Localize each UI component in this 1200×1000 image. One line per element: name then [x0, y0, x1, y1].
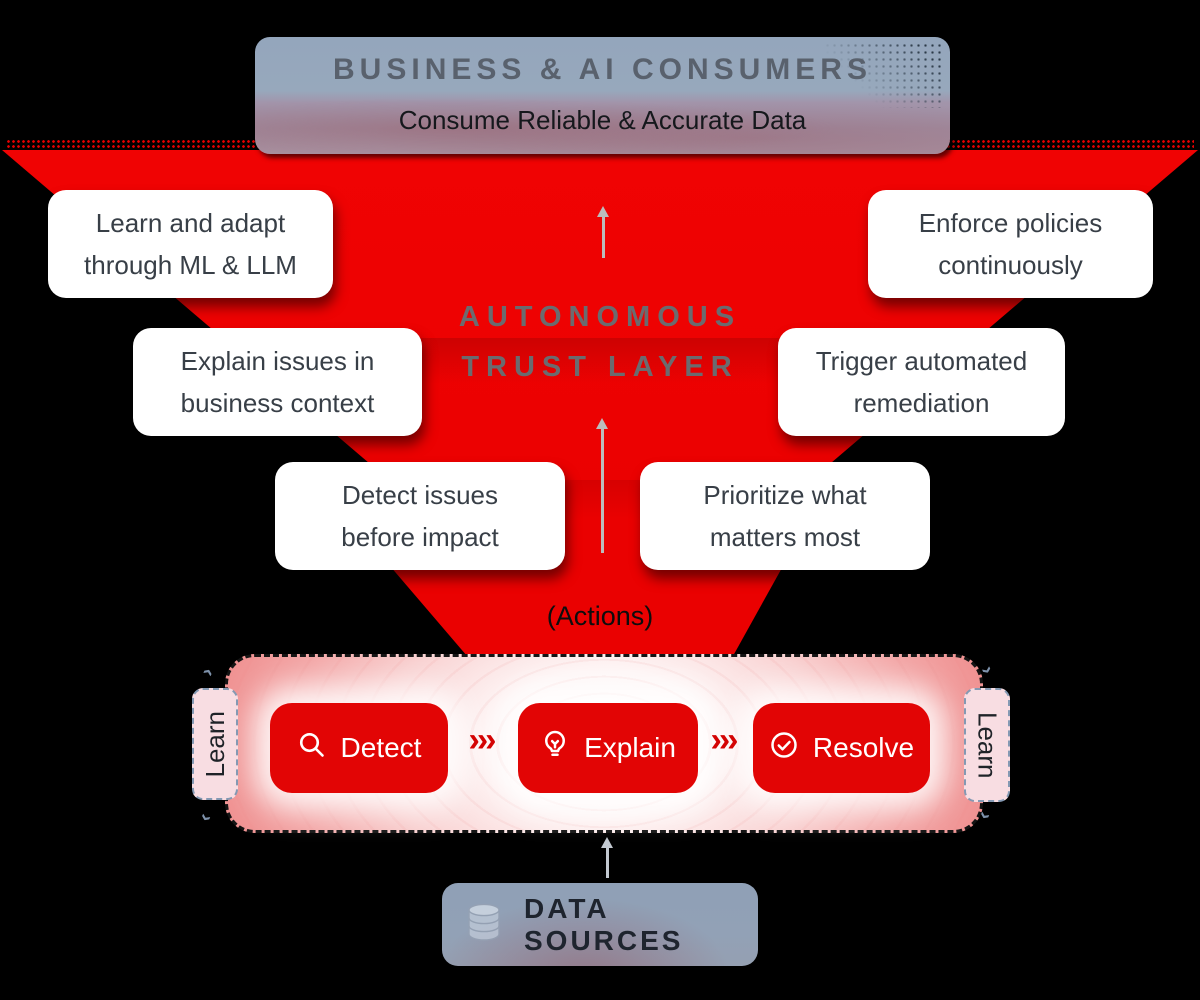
up-arrow-icon — [597, 206, 609, 258]
title-line: TRUST LAYER — [461, 351, 739, 383]
card-text: Explain issues in — [180, 346, 375, 376]
actions-label: (Actions) — [546, 601, 654, 631]
card-text: through ML & LLM — [84, 250, 297, 280]
step-label: Detect — [340, 732, 422, 763]
data-sources-box: DATA SOURCES — [442, 883, 758, 966]
loop-arrow-icon: › — [194, 810, 218, 826]
card-text: Learn and adapt — [95, 208, 286, 238]
learn-loop-left: Learn — [192, 688, 238, 800]
data-sources-label: DATA SOURCES — [524, 892, 684, 956]
business-consumers-header: BUSINESS & AI CONSUMERS Consume Reliable… — [255, 37, 950, 154]
step-label: Resolve — [812, 732, 915, 763]
database-icon — [466, 902, 502, 947]
card-text: continuously — [938, 250, 1083, 280]
card-trigger-remediation: Trigger automated remediation — [778, 328, 1065, 436]
lightbulb-icon — [540, 730, 570, 767]
up-arrow-icon — [596, 418, 608, 553]
loop-arrow-icon: › — [195, 664, 219, 680]
magnifier-icon — [297, 730, 327, 767]
learn-label: Learn — [199, 710, 230, 778]
triple-chevron-icon: ››› — [468, 721, 497, 759]
card-text: remediation — [853, 388, 990, 418]
explain-step-button: Explain — [518, 703, 698, 793]
header-dot-pattern — [824, 42, 944, 108]
loop-arrow-icon: › — [973, 808, 997, 824]
card-prioritize: Prioritize what matters most — [640, 462, 930, 570]
card-text: before impact — [341, 522, 499, 552]
up-arrow-icon — [601, 837, 613, 878]
card-learn-adapt: Learn and adapt through ML & LLM — [48, 190, 333, 298]
title-line: AUTONOMOUS — [458, 301, 742, 333]
card-text: Trigger automated — [815, 346, 1028, 376]
header-subtitle: Consume Reliable & Accurate Data — [398, 105, 807, 135]
detect-step-button: Detect — [270, 703, 448, 793]
step-label: Explain — [584, 732, 676, 763]
funnel-actions-tier — [390, 566, 783, 656]
detect-explain-resolve-pipeline: Detect ››› Explain ››› Resolve — [225, 654, 983, 833]
triple-chevron-icon: ››› — [710, 721, 739, 759]
card-text: business context — [180, 388, 375, 418]
header-title: BUSINESS & AI CONSUMERS — [333, 53, 872, 86]
card-explain-issues: Explain issues in business context — [133, 328, 422, 436]
card-enforce-policies: Enforce policies continuously — [868, 190, 1153, 298]
funnel-tier-shadow — [2, 480, 1198, 526]
card-text: Detect issues — [341, 480, 499, 510]
card-text: Prioritize what — [703, 480, 867, 510]
resolve-step-button: Resolve — [753, 703, 930, 793]
loop-arrow-icon: › — [975, 662, 999, 678]
card-text: matters most — [709, 522, 861, 552]
card-detect-issues: Detect issues before impact — [275, 462, 565, 570]
learn-label: Learn — [972, 711, 1003, 779]
learn-loop-right: Learn — [964, 688, 1010, 802]
check-circle-icon — [769, 730, 799, 767]
card-text: Enforce policies — [918, 208, 1103, 238]
autonomous-trust-layer-title: AUTONOMOUS TRUST LAYER — [380, 292, 820, 392]
